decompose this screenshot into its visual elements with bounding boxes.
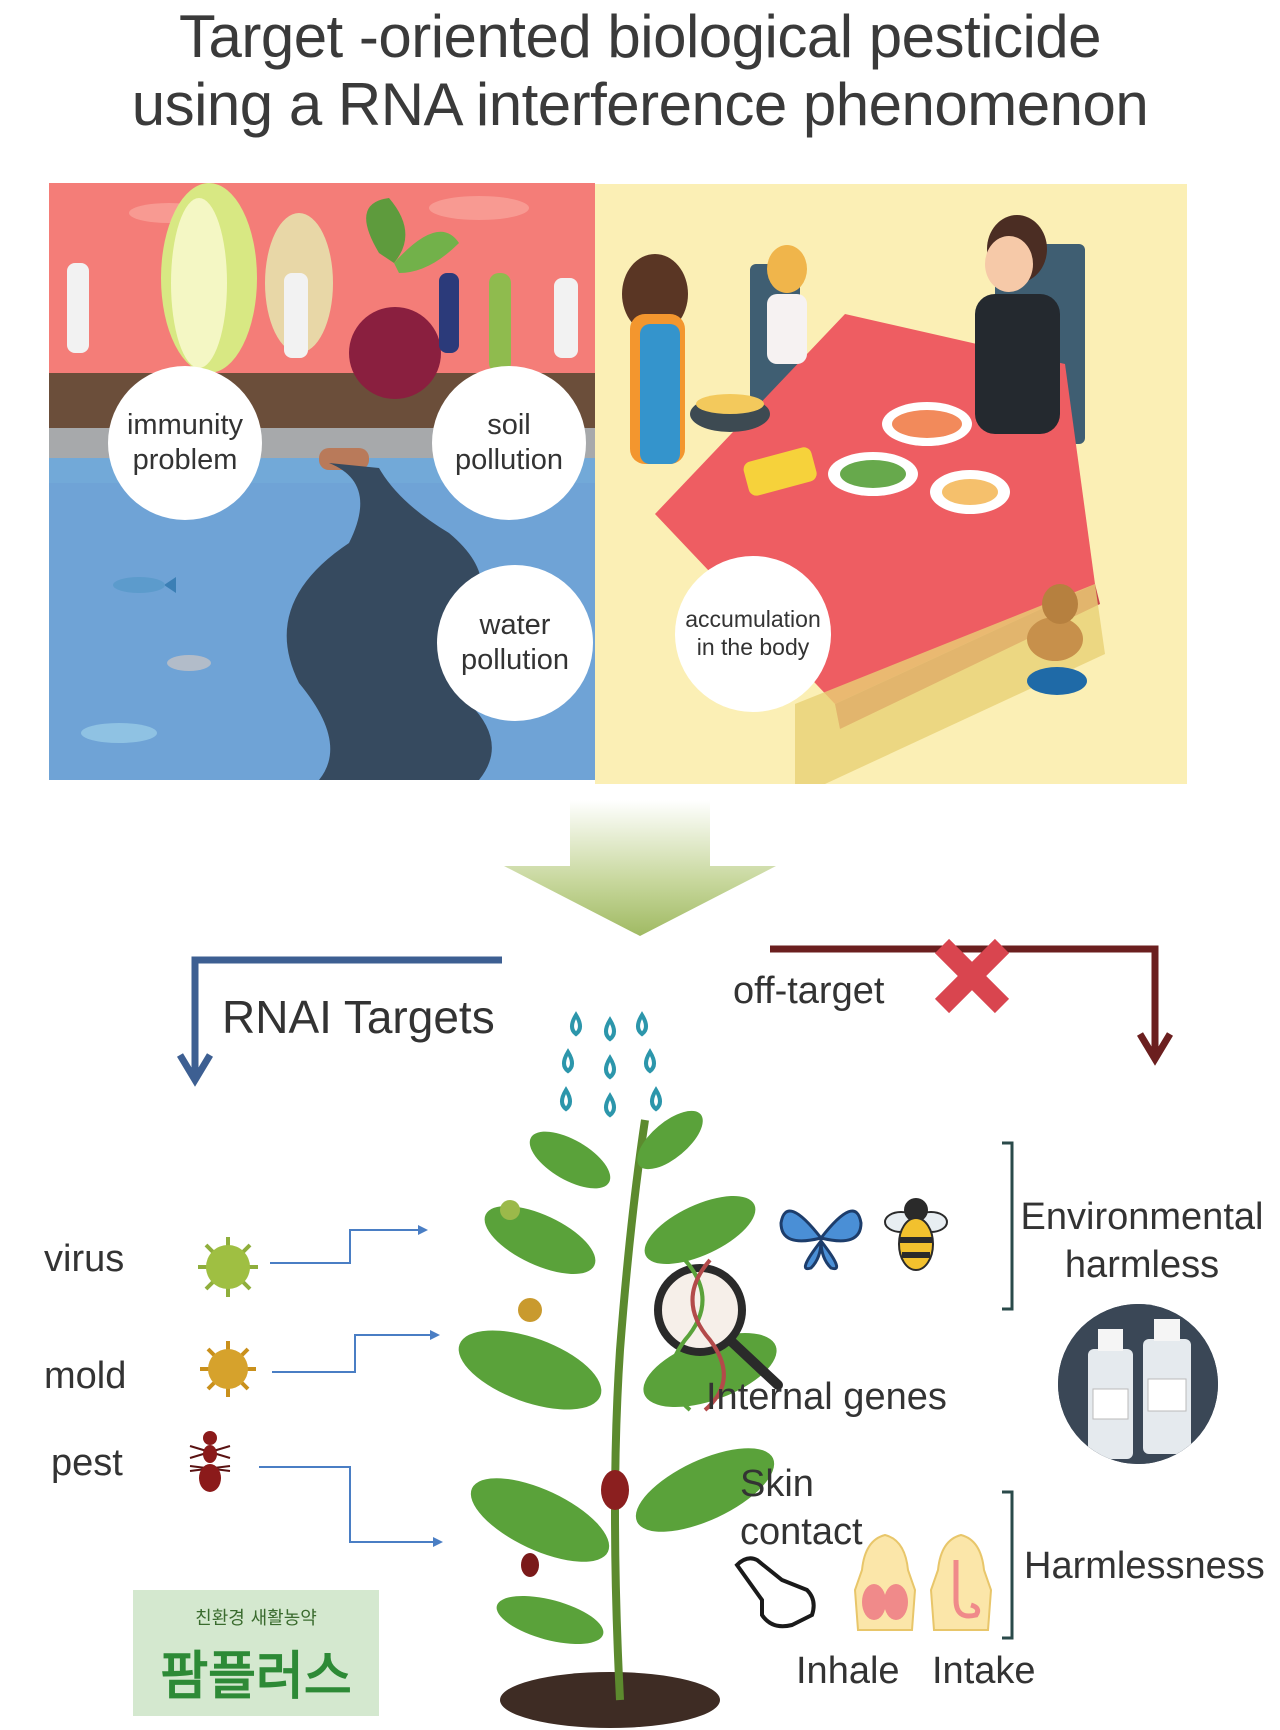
water-drops-icon — [560, 1011, 662, 1118]
ant-icon — [189, 1431, 231, 1492]
internal-genes-label: Internal genes — [706, 1376, 947, 1418]
connector-arrows — [259, 1225, 443, 1547]
butterfly-icon — [779, 1209, 863, 1271]
rnai-arrow-icon — [176, 956, 502, 1087]
pollution-illustration — [49, 183, 595, 780]
cross-icon — [934, 938, 1010, 1014]
inhale-label: Inhale — [796, 1650, 900, 1692]
mold-icon — [200, 1341, 256, 1397]
rnai-targets-label: RNAI Targets — [222, 991, 495, 1043]
target-pest-label: pest — [51, 1442, 123, 1484]
lungs-inhale-icon — [853, 1533, 917, 1631]
target-virus-label: virus — [44, 1238, 125, 1280]
logo-brand: 팜플러스 — [160, 1647, 352, 1707]
title-line-1: Target -oriented biological pesticide — [178, 3, 1102, 70]
off-target-arrow-icon — [770, 945, 1174, 1066]
harmlessness-label: Harmlessness — [1024, 1545, 1265, 1587]
dna-magnifier-icon — [654, 1258, 783, 1412]
harmlessness-bracket — [1002, 1490, 1014, 1640]
title-line-2: using a RNA interference phenomenon — [131, 71, 1149, 138]
logo-tagline: 친환경 새활농약 — [195, 1608, 317, 1629]
plant-illustration — [458, 1110, 777, 1728]
environmental-harmless-label: Environmental harmless — [1020, 1196, 1264, 1286]
dinner-illustration — [595, 184, 1187, 784]
intake-label: Intake — [932, 1650, 1036, 1692]
product-photo — [1058, 1304, 1218, 1464]
accumulation-badge: accumulation in the body — [675, 556, 831, 712]
farmplus-logo: 친환경 새활농약 팜플러스 — [133, 1590, 379, 1716]
soil-pollution-badge: soil pollution — [432, 366, 586, 520]
stomach-intake-icon — [929, 1533, 993, 1631]
bee-icon — [884, 1198, 948, 1271]
down-arrow-icon — [504, 800, 776, 936]
skin-label: Skin contact — [740, 1460, 863, 1556]
environmental-bracket — [1002, 1141, 1014, 1311]
target-mold-label: mold — [44, 1355, 127, 1397]
hand-pointer-icon — [734, 1556, 816, 1629]
off-target-label: off-target — [733, 970, 885, 1012]
water-pollution-badge: water pollution — [437, 565, 593, 721]
skin-contact-label: Skin contact — [740, 1463, 863, 1553]
virus-icon — [198, 1237, 258, 1297]
immunity-problem-badge: immunity problem — [108, 366, 262, 520]
